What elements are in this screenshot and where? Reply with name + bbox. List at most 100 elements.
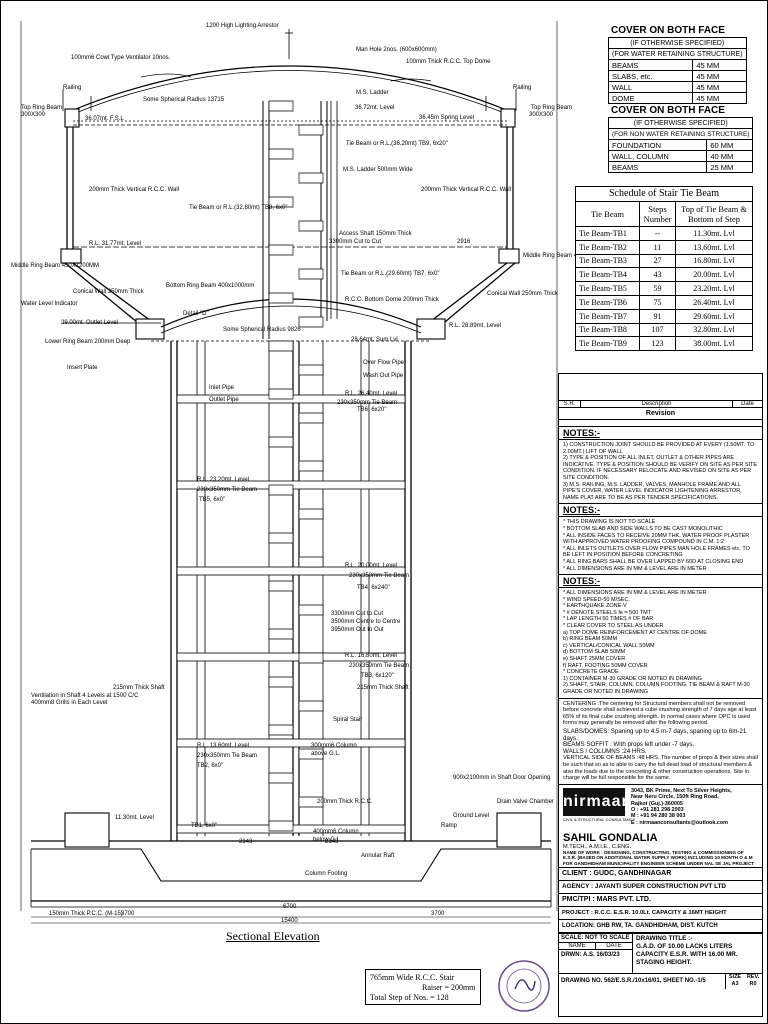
tie-beam-name: Tie Beam-TB5: [575, 281, 640, 296]
notes-3-title: NOTES:-: [559, 574, 762, 589]
sum-level-label: 28.64mt. Sum Lvl: [351, 337, 398, 343]
stair-schedule-title: Schedule of Stair Tie Beam: [576, 187, 752, 202]
stair-tread: [298, 700, 324, 712]
cover-water-panel: COVER ON BOTH FACE (IF OTHERWISE SPECIFI…: [607, 25, 754, 173]
tie-beam-name: Tie Beam-TB7: [575, 308, 640, 324]
note-item: d) BOTTOM SLAB 50MM: [563, 649, 626, 656]
size-header: SIZE: [728, 973, 742, 980]
note-item: c) VERTICAL/CONICAL WALL 50MM: [563, 642, 655, 649]
dome-radius-label: Some Spherical Radius 13715: [143, 97, 225, 103]
note-item: 1) CONTAINER M-30 GRADE OR NOTED IN DRAW…: [563, 675, 703, 682]
top-level: 29.60mt. Lvl: [675, 308, 753, 324]
middle-ring-beam-label-right: Middle Ring Beam 450x450mm: [523, 253, 607, 259]
stair-tread: [298, 316, 324, 328]
stair-tread: [298, 412, 324, 424]
firm-logo: nirmaan: [563, 787, 631, 816]
cover-row-label: SLABS, etc.: [607, 70, 694, 82]
cover-water-sub2: (FOR WATER RETAINING STRUCTURE): [608, 48, 747, 60]
ground-level-label: Ground Level: [453, 813, 490, 819]
overflow-pipe-label: Over Flow Pipe: [363, 360, 405, 366]
info-table: CLIENT : GUDC, GANDHINAGAR AGENCY : JAYA…: [558, 866, 763, 933]
steps-number: 107: [639, 322, 676, 338]
column-label-2: above G.L.: [311, 751, 341, 757]
cover-row-label: DOME: [607, 92, 694, 104]
level-16-label: R.L. 16.80mt. Level: [345, 653, 398, 659]
access-shaft-dim: 3300mm Cut to Cut: [329, 239, 382, 245]
notes-1-list: 1) CONSTRUCTION JOINT SHOULD BE PROVIDED…: [559, 440, 762, 503]
note-item: * # DENOTE STEELS fe = 500 TMT: [563, 609, 652, 616]
centering-notes: CENTERING :The centering for Structural …: [559, 697, 762, 784]
note-item: * ALL DIMENSIONS ARE IN MM & LEVEL ARE I…: [563, 590, 707, 597]
dim-2143-a: 2143: [239, 839, 253, 845]
steps-number: 75: [639, 294, 676, 310]
client-field: CLIENT : GUDC, GANDHINAGAR: [558, 866, 763, 881]
steps-number: 91: [639, 308, 676, 324]
stair-tread: [298, 220, 324, 232]
shaft-thick-label-right: 215mm Thick Shaft: [357, 685, 409, 691]
stair-tread: [268, 388, 294, 400]
stair-tread: [268, 820, 294, 832]
stair-tread: [298, 508, 324, 520]
bottom-dome-radius-label: Some Spherical Radius 9826: [223, 327, 301, 333]
level-31-label: R.L. 31.77mt. Level: [89, 241, 142, 247]
stair-tread: [268, 436, 294, 448]
col-steps: Steps Number: [639, 201, 676, 227]
scale-block: SCALE: NOT TO SCALE NAME DATE DRWN: A.S.…: [559, 933, 633, 973]
notes-2-list: * THIS DRAWING IS NOT TO SCALE* BOTTOM S…: [559, 517, 762, 574]
note-item: * LAP LENGTH 50 TIMES # OF BAR: [563, 616, 654, 623]
stair-tread: [298, 652, 324, 664]
cover-row-label: WALL, COLUMN: [607, 150, 708, 162]
drain-chamber-label: Drain Valve Chamber: [497, 799, 554, 805]
firm-block: nirmaan CIVIL & STRUCTURAL CONSULTANCY 3…: [559, 783, 762, 832]
lightning-arrester-label: 1200 High Lighting Arrestor: [206, 23, 279, 29]
engineer-block: SAHIL GONDALIA M.TECH., A.M.I.E., C.ENG.…: [559, 832, 762, 866]
ventilator-label: 100mm6 Cowl Type Ventilator 10nos.: [71, 55, 171, 61]
tb4-label: TB4, 6x240": [357, 585, 390, 591]
note-item: * ALL RING BARS SHALL BE OVER LAPPED BY …: [563, 558, 744, 565]
column-footing-label: Column Footing: [305, 871, 348, 877]
centering-p4: WALLS / COLUMNS :24 HRS.: [563, 747, 647, 755]
cover-nonwater-sub2: (FOR NON WATER RETAINING STRUCTURE): [607, 128, 754, 140]
note-item: * THIS DRAWING IS NOT TO SCALE: [563, 519, 656, 526]
date-header: DATE: [606, 942, 622, 949]
drawn-field: DRWN: A.S. 16/03/23: [561, 951, 620, 958]
tb1-label: TB1, 6x0": [191, 823, 218, 829]
centering-p2: SLABS/DOMES: Spaning up to 4.5 m-7 days,…: [563, 727, 747, 742]
stair-tread: [298, 556, 324, 568]
stair-tread: [268, 340, 294, 352]
engineer-quals: M.TECH., A.M.I.E., C.ENG.: [563, 843, 632, 850]
cover-row-value: 25 MM: [706, 161, 754, 173]
tie-beam-size-label: 230x350mm Tie Beam: [337, 400, 398, 406]
rev-header: REV.: [746, 973, 760, 980]
firm-phone-1: O : +91 281 298 2003: [631, 806, 684, 813]
firm-address-2: Near Neru Circle, 150ft Ring Road,: [631, 794, 719, 801]
pcc-label: 150mm Thick P.C.C. (M-15): [49, 911, 123, 917]
stair-tread: [298, 796, 324, 808]
dim-2143-b: 2143: [325, 839, 339, 845]
cover-water-table: (IF OTHERWISE SPECIFIED) (FOR WATER RETA…: [607, 37, 747, 104]
top-ring-beam-right: [500, 108, 516, 128]
top-level: 38.00mt. Lvl: [675, 336, 753, 352]
stair-tread: [268, 628, 294, 640]
steps-number: 123: [639, 336, 676, 352]
stair-tread: [268, 484, 294, 496]
cover-water-sub1: (IF OTHERWISE SPECIFIED): [608, 37, 747, 49]
level-label: 36.72mt. Level: [355, 105, 395, 111]
note-item: 2) SHAFT, STAIR, COLUMN, COLUMN FOOTING,…: [563, 682, 750, 695]
top-ring-beam-size: 300X300: [21, 112, 46, 118]
col-top-level: Top of Tie Beam & Bottom of Step: [675, 201, 753, 227]
cover-row-label: WALL: [607, 81, 694, 93]
railing-label-left: Railing: [63, 85, 82, 91]
stair-schedule-row: Tie Beam-TB1--11.30mt. Lvl: [575, 226, 753, 241]
top-level: 11.30mt. Lvl: [675, 226, 753, 241]
firm-address: 3043, BK Prime, Next To Silver Heights, …: [631, 788, 732, 826]
drawing-title-block: DRAWING TITLE :- G.A.D. OF 10.00 LACKS L…: [633, 934, 762, 973]
steps-number: --: [639, 226, 676, 241]
top-level: 32.80mt. Lvl: [675, 322, 753, 338]
detail-d-label: Detail "D": [183, 311, 209, 317]
note-item: * CONCRETE GRADE: [563, 669, 619, 676]
